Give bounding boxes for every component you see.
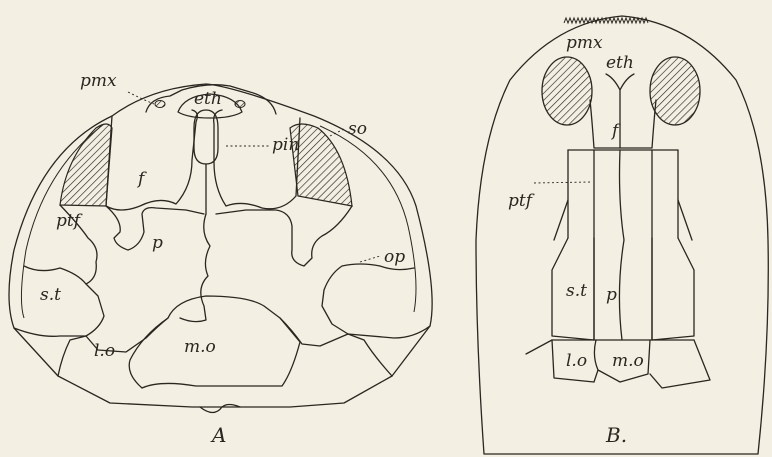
b-label-st: s.t [566, 281, 587, 301]
a-caption: A [210, 423, 226, 447]
a-left-orbit [60, 124, 112, 206]
figure-b-skull: pmx eth f ptf s.t p l.o m.o B. [476, 16, 768, 454]
b-label-mo: m.o [612, 351, 644, 371]
b-label-pmx: pmx [566, 33, 603, 53]
a-label-lo: l.o [94, 341, 115, 361]
b-right-supratemporal [652, 238, 694, 340]
b-label-p: p [606, 285, 617, 305]
b-right-orbit [650, 57, 700, 125]
b-label-eth: eth [606, 53, 634, 73]
b-label-lo: l.o [566, 351, 587, 371]
a-label-p: p [152, 233, 163, 253]
b-caption: B. [605, 423, 627, 447]
a-label-pin: pin [272, 135, 299, 155]
a-label-mo: m.o [184, 337, 216, 357]
b-left-orbit [542, 57, 592, 125]
a-label-st: s.t [40, 285, 61, 305]
figure-a-skull: pmx eth pin so f ptf p op s.t l.o m.o A [9, 71, 432, 447]
b-frontal [590, 100, 656, 148]
a-label-ptf: ptf [56, 211, 83, 231]
a-outer-outline [9, 84, 432, 407]
a-label-f: f [136, 169, 147, 189]
b-label-ptf: ptf [508, 191, 535, 211]
a-label-eth: eth [194, 89, 222, 109]
a-label-pmx: pmx [80, 71, 117, 91]
a-label-so: so [348, 119, 367, 139]
b-outer-outline [476, 16, 768, 454]
a-label-op: op [384, 247, 405, 267]
